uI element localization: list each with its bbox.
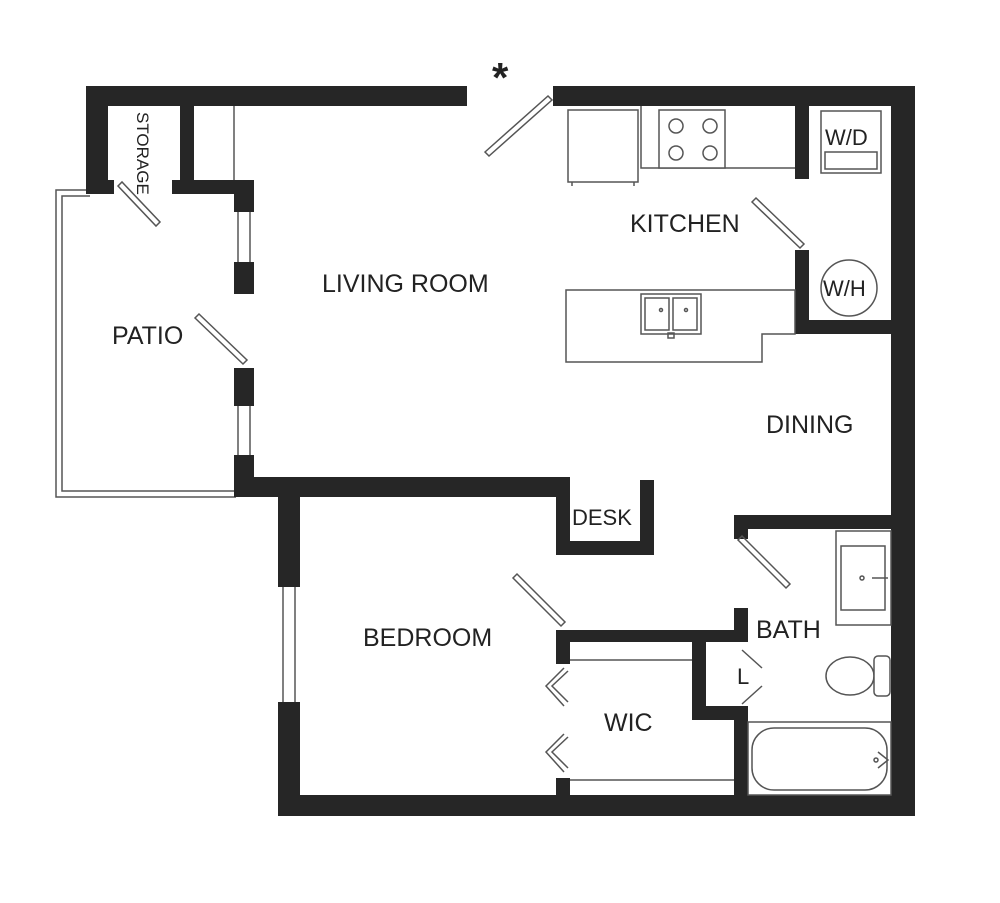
kitchen-sink: [640, 293, 702, 335]
refrigerator: [567, 109, 639, 183]
desk-label: DESK: [572, 505, 632, 530]
wd-label: W/D: [825, 125, 868, 150]
entry-mark: *: [492, 54, 509, 101]
room-labels: * STORAGE LIVING ROOM PATIO KITCHEN W/D …: [112, 54, 868, 737]
walls: [86, 86, 915, 816]
bath-label: BATH: [756, 616, 821, 644]
patio-label: PATIO: [112, 322, 183, 350]
kitchen-label: KITCHEN: [630, 210, 740, 238]
wic-label: WIC: [604, 709, 653, 737]
patio-outline: [55, 189, 236, 498]
bath-fixtures: [747, 530, 892, 796]
doors: [116, 94, 806, 773]
range: [658, 109, 726, 169]
storage-label: STORAGE: [133, 112, 152, 195]
living-room-label: LIVING ROOM: [322, 270, 489, 298]
dining-label: DINING: [766, 411, 854, 439]
washer-dryer: [820, 110, 882, 174]
toilet: [825, 655, 891, 697]
linen-label: L: [737, 664, 749, 689]
wh-label: W/H: [823, 276, 866, 301]
water-heater: [820, 259, 878, 317]
bedroom-label: BEDROOM: [363, 624, 492, 652]
bathtub: [747, 721, 892, 796]
kitchen-fixtures: [565, 106, 882, 363]
